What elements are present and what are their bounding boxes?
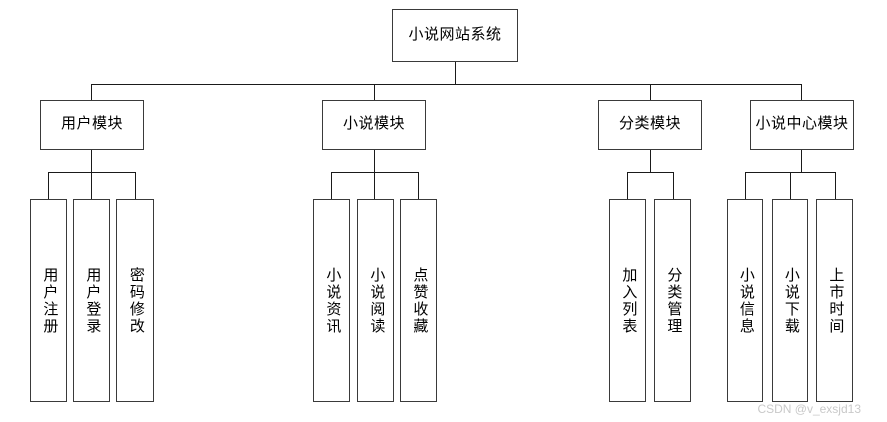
node-leaf-novel-download-label: 小说下载 [782, 266, 799, 335]
node-leaf-user-register[interactable]: 用户注册 [30, 199, 67, 402]
node-leaf-user-login-label: 用户登录 [84, 266, 101, 335]
connector-novel-child-3 [418, 172, 419, 199]
connector-main-bus [91, 84, 801, 85]
connector-module-3-drop [650, 84, 651, 100]
connector-novel-child-2 [374, 172, 375, 199]
node-leaf-novel-info[interactable]: 小说信息 [727, 199, 763, 402]
connector-novel-drop [374, 150, 375, 172]
connector-module-2-drop [374, 84, 375, 100]
node-leaf-novel-news[interactable]: 小说资讯 [313, 199, 350, 402]
connector-category-child-1 [627, 172, 628, 199]
connector-root-drop [455, 62, 456, 85]
connector-user-child-1 [48, 172, 49, 199]
node-leaf-category-management-label: 分类管理 [665, 266, 682, 335]
connector-user-drop [91, 150, 92, 172]
node-leaf-novel-reading-label: 小说阅读 [368, 266, 385, 335]
node-leaf-password-change-label: 密码修改 [127, 266, 144, 335]
node-leaf-novel-download[interactable]: 小说下载 [772, 199, 808, 402]
node-leaf-release-time-label: 上市时间 [827, 266, 844, 335]
connector-module-1-drop [91, 84, 92, 100]
connector-category-bus [627, 172, 673, 173]
connector-novel-center-child-2 [790, 172, 791, 199]
watermark: CSDN @v_exsjd13 [757, 402, 861, 416]
node-leaf-add-to-list-label: 加入列表 [620, 266, 637, 335]
node-module-category[interactable]: 分类模块 [598, 100, 702, 150]
node-module-novel-center[interactable]: 小说中心模块 [750, 100, 854, 150]
connector-category-drop [650, 150, 651, 172]
node-module-category-label: 分类模块 [618, 116, 681, 133]
node-module-novel[interactable]: 小说模块 [322, 100, 426, 150]
node-module-novel-label: 小说模块 [342, 116, 405, 133]
node-leaf-novel-info-label: 小说信息 [737, 266, 754, 335]
connector-category-child-2 [673, 172, 674, 199]
connector-module-4-drop [801, 84, 802, 100]
node-module-user[interactable]: 用户模块 [40, 100, 144, 150]
node-leaf-novel-reading[interactable]: 小说阅读 [357, 199, 394, 402]
connector-user-child-2 [91, 172, 92, 199]
connector-novel-center-drop [801, 150, 802, 172]
node-module-user-label: 用户模块 [60, 116, 123, 133]
node-leaf-release-time[interactable]: 上市时间 [816, 199, 853, 402]
node-leaf-add-to-list[interactable]: 加入列表 [609, 199, 646, 402]
node-leaf-category-management[interactable]: 分类管理 [654, 199, 691, 402]
connector-novel-child-1 [331, 172, 332, 199]
node-leaf-like-favorite-label: 点赞收藏 [411, 266, 428, 335]
connector-novel-center-child-1 [745, 172, 746, 199]
node-leaf-novel-news-label: 小说资讯 [324, 266, 341, 335]
node-root-system[interactable]: 小说网站系统 [392, 9, 518, 62]
node-leaf-user-login[interactable]: 用户登录 [73, 199, 110, 402]
connector-user-child-3 [135, 172, 136, 199]
node-leaf-like-favorite[interactable]: 点赞收藏 [400, 199, 437, 402]
node-module-novel-center-label: 小说中心模块 [755, 116, 849, 133]
node-leaf-user-register-label: 用户注册 [41, 266, 58, 335]
node-leaf-password-change[interactable]: 密码修改 [116, 199, 154, 402]
connector-novel-center-child-3 [835, 172, 836, 199]
node-root-label: 小说网站系统 [408, 26, 502, 43]
